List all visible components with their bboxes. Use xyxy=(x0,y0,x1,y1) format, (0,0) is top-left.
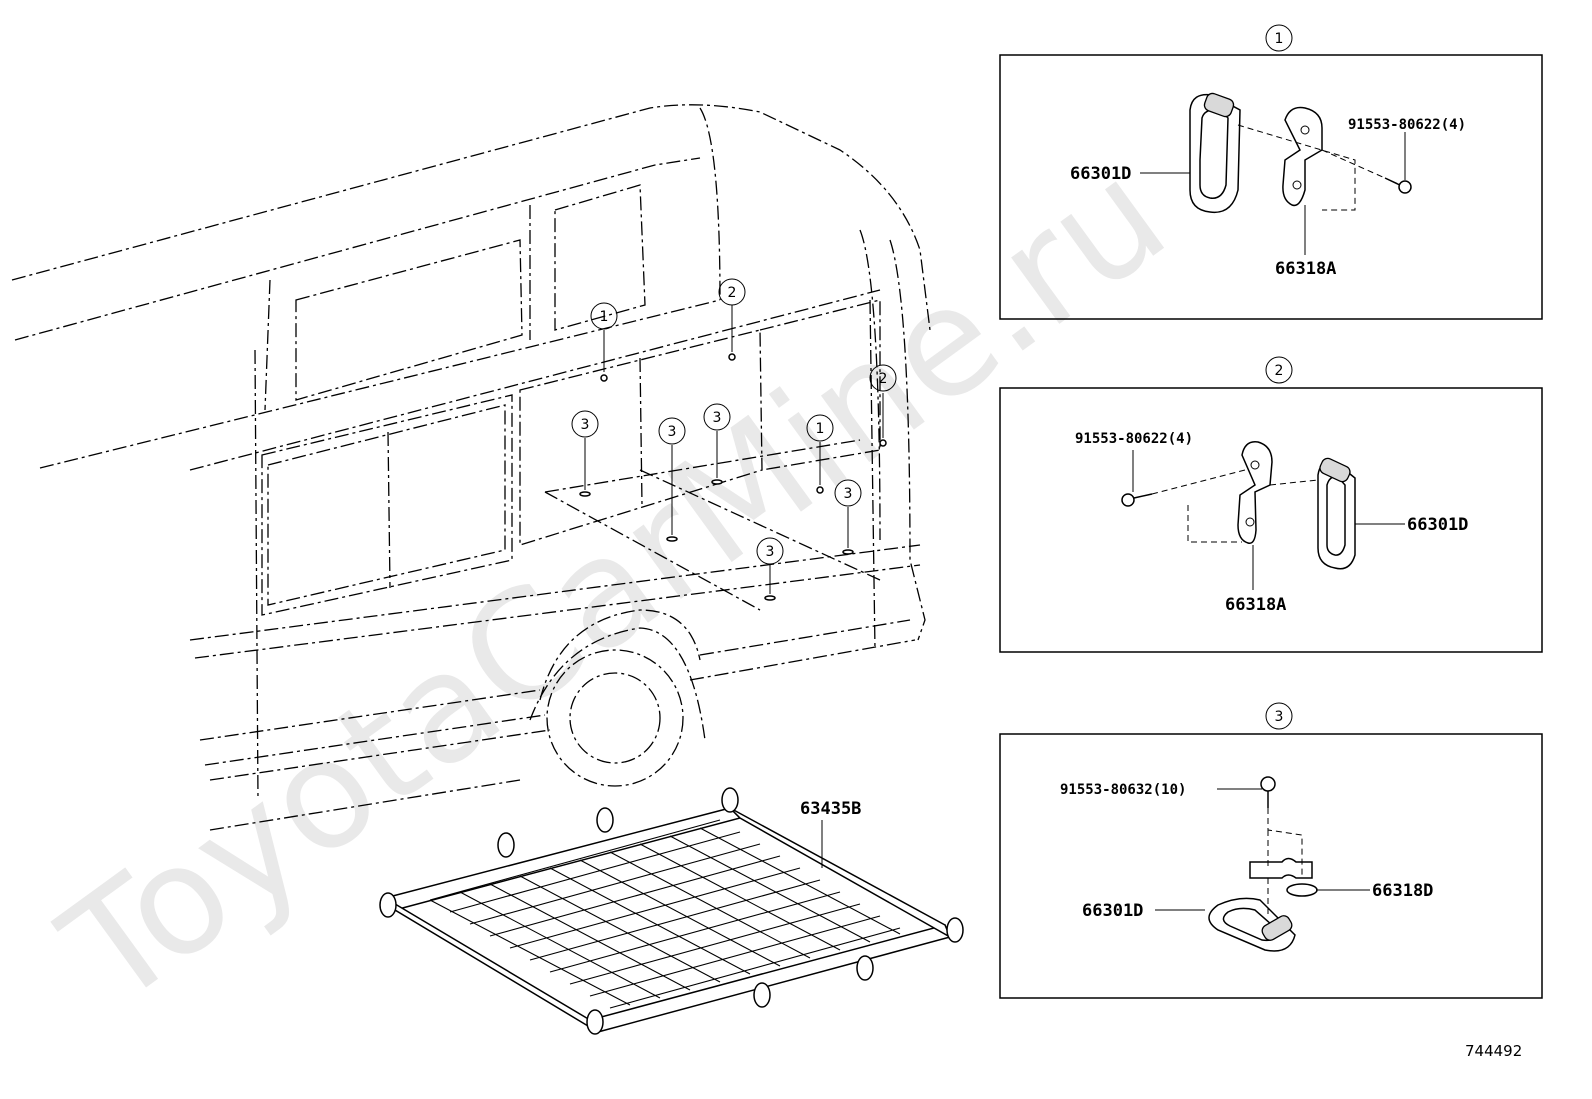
detail-3-hook-label: 66301D xyxy=(1082,901,1143,921)
detail-3-bolt-label: 91553-80632(10) xyxy=(1060,782,1186,798)
detail-panel-3: 3 91553-80632(10) 66318D 66301D xyxy=(999,702,1543,999)
callout-2-right: 2 xyxy=(879,371,888,387)
detail-1-frame xyxy=(999,54,1543,320)
callout-3-d: 3 xyxy=(844,486,853,502)
watermark-text: ToyotaCarMine.ru xyxy=(33,128,1196,1040)
detail-1-hook-icon xyxy=(1189,92,1241,214)
detail-2-bracket-label: 66318A xyxy=(1225,595,1286,615)
detail-1-bolt-label: 91553-80622(4) xyxy=(1348,117,1466,133)
detail-3-bracket-label: 66318D xyxy=(1372,881,1433,901)
detail-2-hook-label: 66301D xyxy=(1407,515,1468,535)
callout-3-a: 3 xyxy=(581,417,590,433)
detail-panel-2: 2 91553-80622(4) 66301D 66318A xyxy=(999,356,1543,653)
detail-3-bracket-icon xyxy=(1249,857,1318,897)
detail-1-bracket-icon xyxy=(1282,106,1323,207)
cargo-net-label: 63435B xyxy=(800,799,861,819)
diagram-number: 744492 xyxy=(1465,1042,1522,1060)
detail-1-hook-label: 66301D xyxy=(1070,164,1131,184)
callout-3-c: 3 xyxy=(713,410,722,426)
cargo-net: 63435B xyxy=(379,787,964,1035)
net-hooks xyxy=(379,787,964,1035)
detail-3-frame xyxy=(999,733,1543,999)
detail-2-bolt-label: 91553-80622(4) xyxy=(1075,431,1193,447)
detail-3-number: 3 xyxy=(1275,709,1284,725)
detail-1-bracket-label: 66318A xyxy=(1275,259,1336,279)
detail-1-bolt-icon xyxy=(1384,177,1412,194)
van-body-outline xyxy=(11,104,931,831)
detail-3-bolt-icon xyxy=(1260,776,1276,808)
callout-1-upper: 1 xyxy=(600,309,609,325)
callout-1-lower: 1 xyxy=(816,421,825,437)
detail-2-bolt-icon xyxy=(1121,493,1153,507)
callout-3-e: 3 xyxy=(766,544,775,560)
van-anchor-points: 1 2 2 1 3 3 3 3 3 xyxy=(571,278,897,601)
detail-2-number: 2 xyxy=(1275,363,1284,379)
detail-2-bracket-icon xyxy=(1237,441,1273,544)
detail-2-frame xyxy=(999,387,1543,653)
detail-3-hook-icon xyxy=(1208,897,1296,952)
detail-2-hook-icon xyxy=(1317,457,1356,570)
detail-panel-1: 1 66301D 66318A 91553-80622(4) xyxy=(999,24,1543,320)
detail-1-number: 1 xyxy=(1275,31,1284,47)
callout-2-upper: 2 xyxy=(728,285,737,301)
callout-3-b: 3 xyxy=(668,424,677,440)
